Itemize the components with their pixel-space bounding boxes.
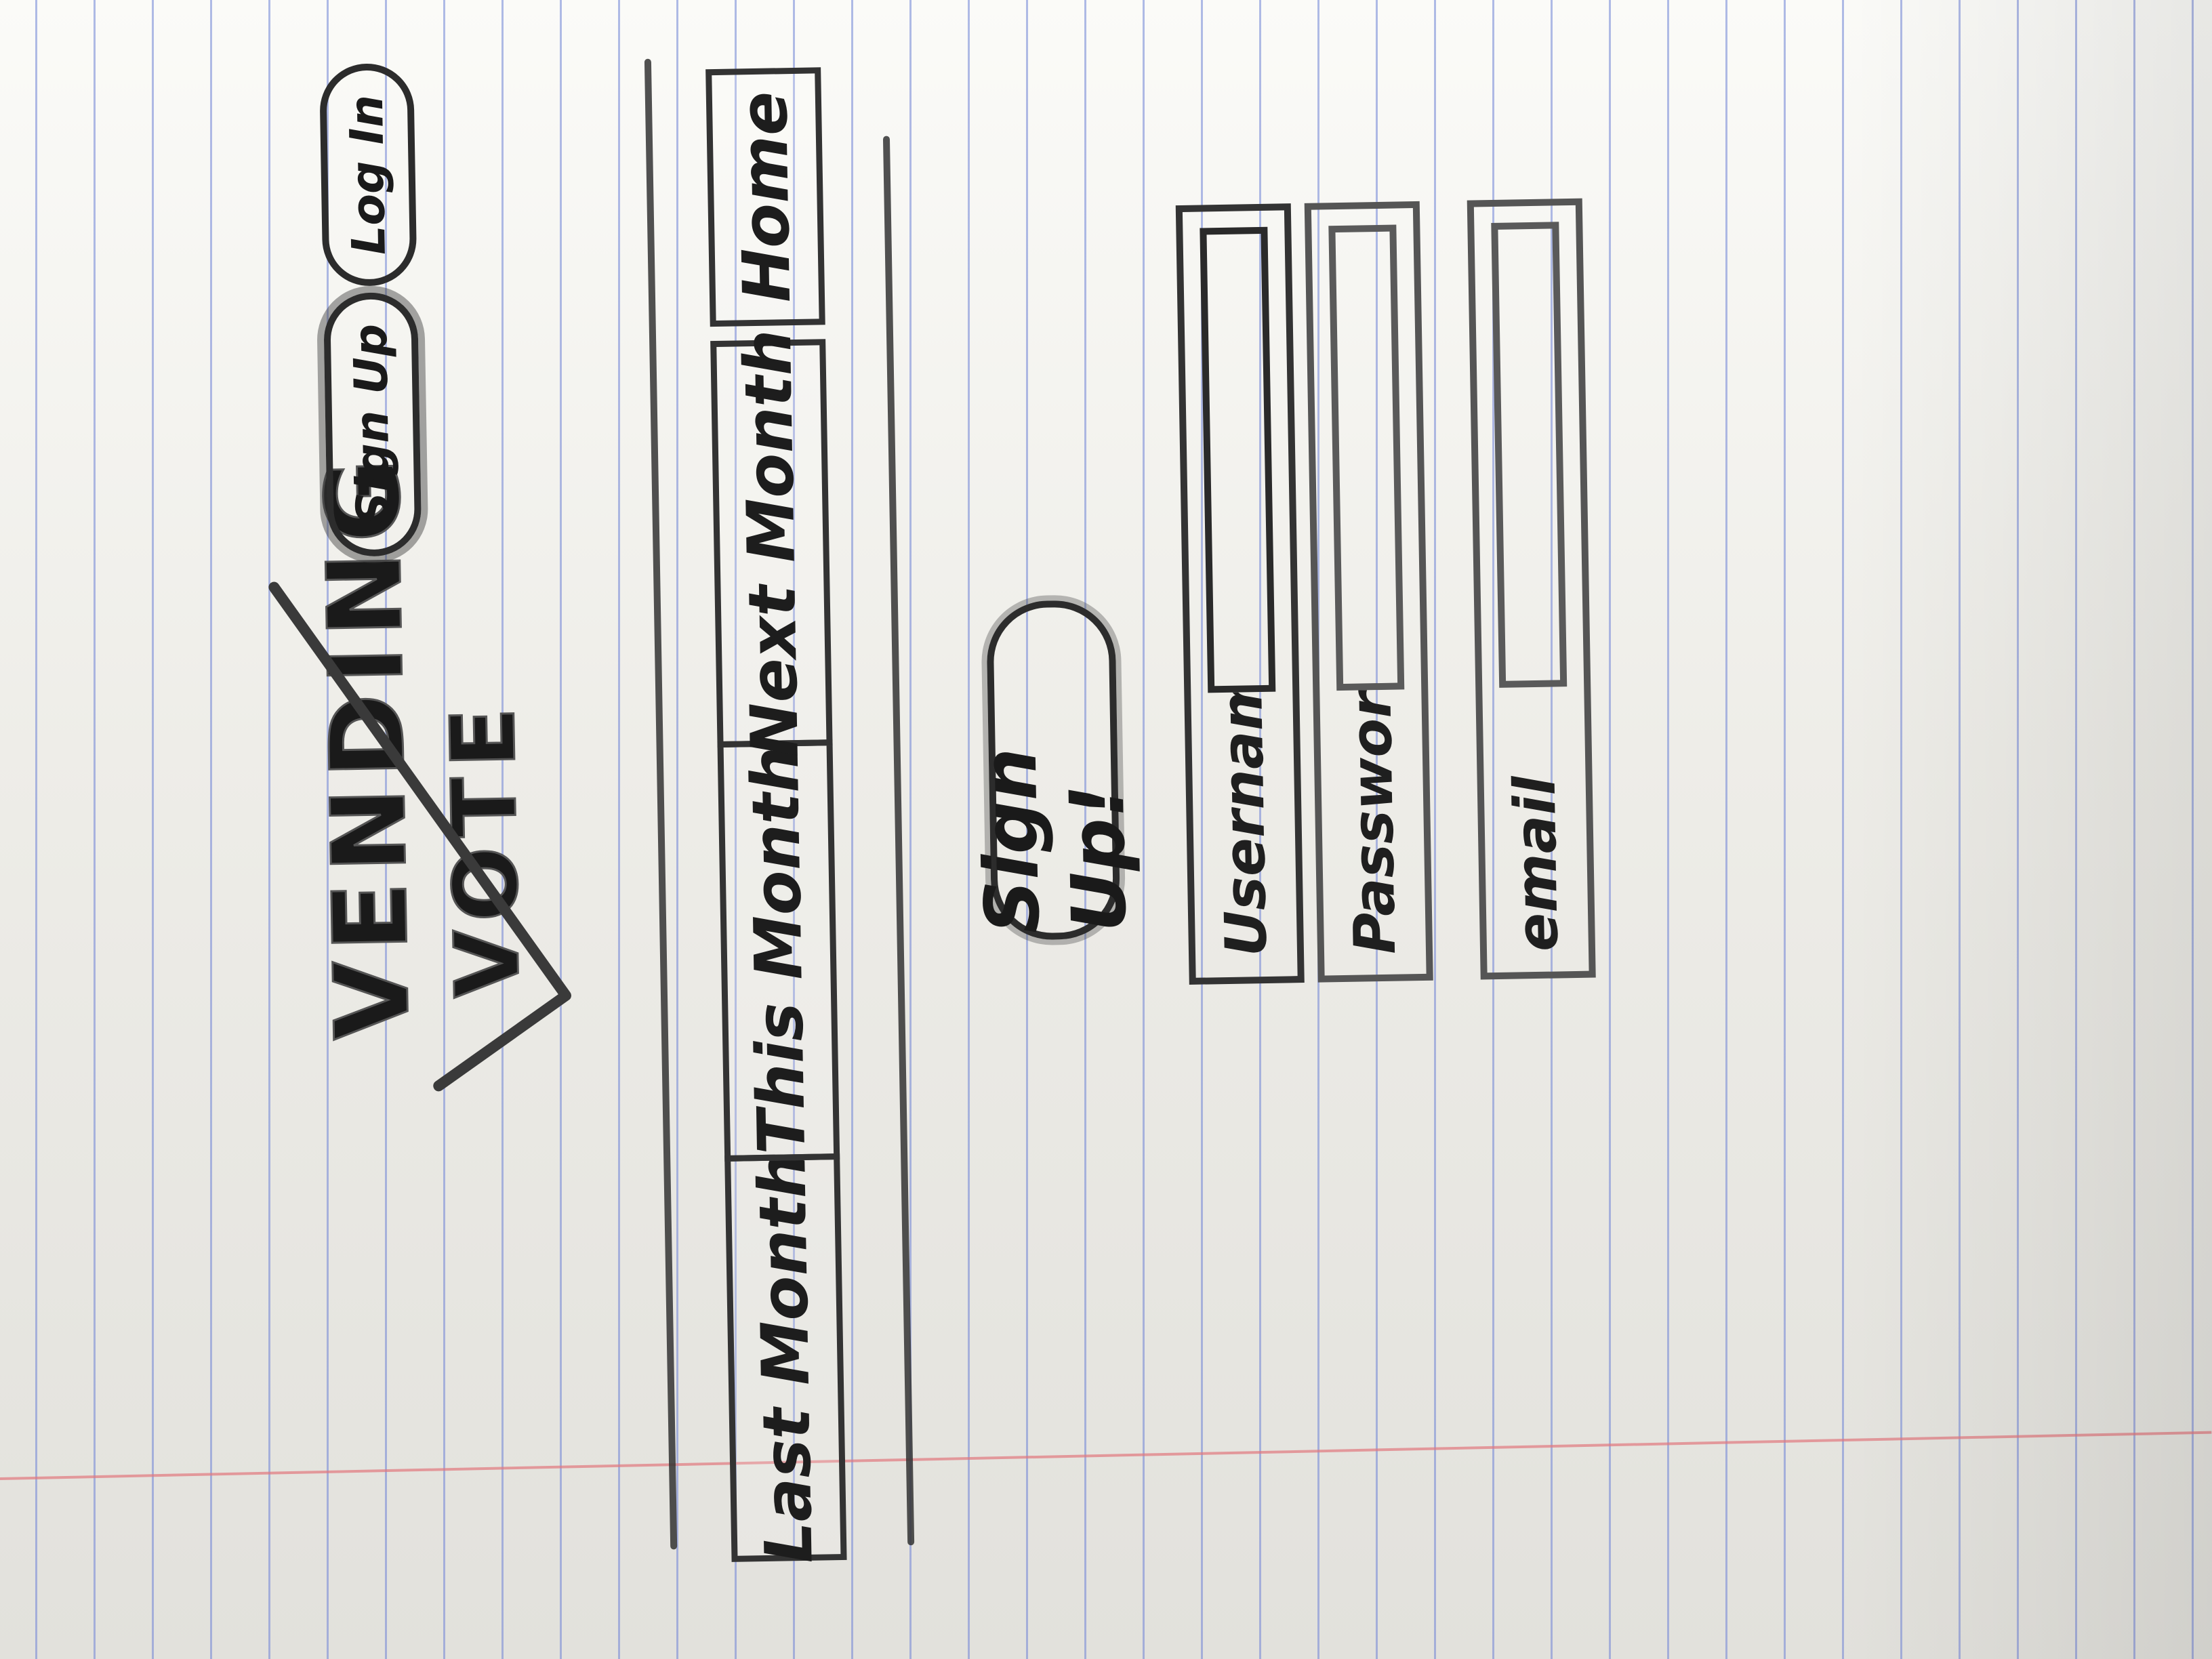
email-field: email xyxy=(1467,198,1596,980)
password-field: Password xyxy=(1304,201,1433,983)
username-input[interactable] xyxy=(1200,226,1276,693)
login-button[interactable]: Log In xyxy=(319,62,417,287)
tab-home[interactable]: Home xyxy=(705,67,825,327)
paper-shadow xyxy=(1832,0,2212,1659)
logo-line-2: VOTE xyxy=(430,696,541,1000)
signup-button[interactable]: Sign Up xyxy=(323,291,422,558)
month-tabs: Last Month This Month Next Month Home xyxy=(705,42,847,1564)
username-field: Username xyxy=(1175,203,1305,985)
email-input[interactable] xyxy=(1491,222,1568,688)
email-label: email xyxy=(1501,775,1572,952)
logo: VENDING VOTE xyxy=(303,447,541,1042)
password-input[interactable] xyxy=(1328,224,1405,691)
wireframe-sketch: VENDING VOTE Sign Up Log In Last Month T… xyxy=(204,28,1626,1571)
tab-this-month[interactable]: This Month xyxy=(717,739,840,1162)
header: VENDING VOTE Sign Up Log In xyxy=(204,45,664,1571)
tabs-divider xyxy=(882,136,915,1546)
username-label: Username xyxy=(1208,691,1280,958)
signup-cta-button[interactable]: Sign Up! xyxy=(966,599,1143,941)
auth-buttons: Sign Up Log In xyxy=(319,62,422,558)
logo-line-1: VENDING xyxy=(303,447,433,1042)
tab-next-month[interactable]: Next Month xyxy=(710,329,833,758)
password-label: Password xyxy=(1337,689,1409,956)
tab-last-month[interactable]: Last Month xyxy=(724,1151,847,1564)
